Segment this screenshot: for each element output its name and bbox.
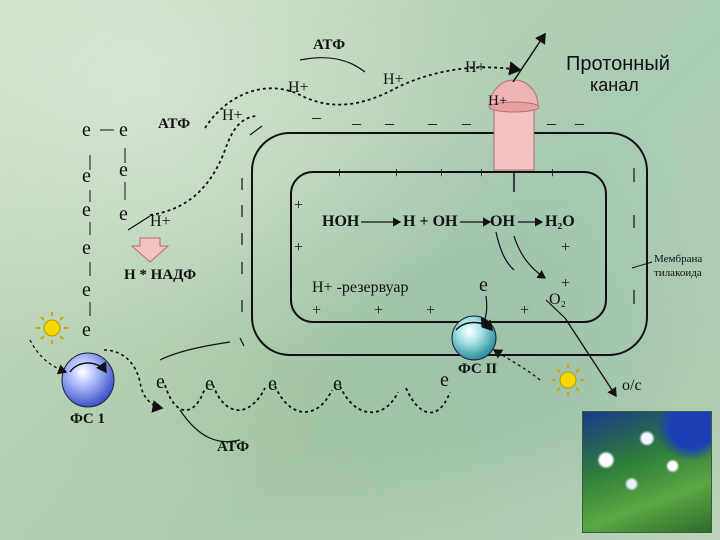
electron-label: е: [119, 120, 128, 140]
electron-label: е: [82, 120, 91, 140]
electron-label: е: [479, 275, 488, 295]
plus-sign: +: [520, 303, 529, 319]
minus-sign: –: [385, 114, 394, 132]
leaf-photo: [582, 411, 712, 533]
sun-icon-right: [552, 364, 584, 396]
atf-top-label: АТФ: [313, 38, 345, 53]
electron-label: е: [82, 280, 91, 300]
electron-label: е: [82, 238, 91, 258]
plus-sign: +: [548, 166, 557, 182]
minus-sign: –: [521, 344, 530, 362]
membrane-label-2: тилакоида: [654, 268, 702, 279]
ps1-sphere: [62, 353, 114, 407]
oc-label: о/с: [622, 378, 642, 394]
plus-sign: +: [561, 276, 570, 292]
plus-sign: +: [294, 240, 303, 256]
minus-sign: –: [547, 114, 556, 132]
minus-sign: –: [306, 344, 315, 362]
hplus-label: Н+: [383, 72, 404, 88]
plus-sign: +: [392, 166, 401, 182]
plus-sign: +: [294, 198, 303, 214]
membrane-label: Мембрана: [654, 254, 702, 265]
o2-label: О₂: [549, 292, 566, 308]
electron-label: е: [82, 200, 91, 220]
electron-label: е: [333, 374, 342, 394]
plus-sign: +: [426, 303, 435, 319]
plus-sign: +: [374, 303, 383, 319]
plus-sign: +: [437, 166, 446, 182]
hplus-label: Н+: [222, 108, 243, 124]
plus-sign: +: [561, 240, 570, 256]
proton-channel-subtitle: канал: [590, 76, 639, 94]
hplus-label: Н+: [288, 80, 309, 96]
h2o-label: Н₂О: [545, 214, 575, 230]
proton-channel-title: Протонный: [566, 54, 670, 74]
minus-sign: –: [312, 108, 321, 126]
minus-sign: –: [428, 114, 437, 132]
electron-label: е: [119, 160, 128, 180]
electron-label: е: [205, 374, 214, 394]
minus-sign: –: [345, 344, 354, 362]
hplus-channel-label: Н+: [488, 94, 507, 109]
nadf-arrow: [132, 238, 168, 262]
minus-sign: –: [383, 344, 392, 362]
electron-label: е: [82, 320, 91, 340]
atf-bottom-label: АТФ: [217, 440, 249, 455]
plus-sign: +: [477, 166, 486, 182]
proton-channel-stem: [494, 108, 534, 170]
plus-sign: +: [312, 303, 321, 319]
sun-icon-left: [36, 312, 68, 344]
proton-path: [205, 67, 520, 128]
h-plus-oh-label: Н + ОН: [403, 214, 457, 230]
minus-sign: –: [462, 114, 471, 132]
oh-label: ОН: [490, 214, 515, 230]
minus-sign: –: [352, 114, 361, 132]
h-nadf-label: Н * НАДФ: [124, 268, 196, 283]
ps1-label: ФС 1: [70, 412, 105, 427]
h-reservoir-label: Н+ -резервуар: [312, 280, 409, 296]
electron-label: е: [119, 204, 128, 224]
minus-sign: –: [566, 344, 575, 362]
hplus-left-label: Н+: [150, 214, 171, 230]
hoh-label: НОН: [322, 214, 359, 230]
electron-label: е: [156, 372, 165, 392]
ps2-label: ФС II: [458, 362, 497, 377]
plus-sign: +: [335, 166, 344, 182]
minus-sign: –: [575, 114, 584, 132]
electron-label: е: [440, 370, 449, 390]
atf-left-label: АТФ: [158, 117, 190, 132]
hplus-label: Н+: [465, 60, 486, 76]
electron-label: е: [82, 166, 91, 186]
electron-label: е: [268, 374, 277, 394]
